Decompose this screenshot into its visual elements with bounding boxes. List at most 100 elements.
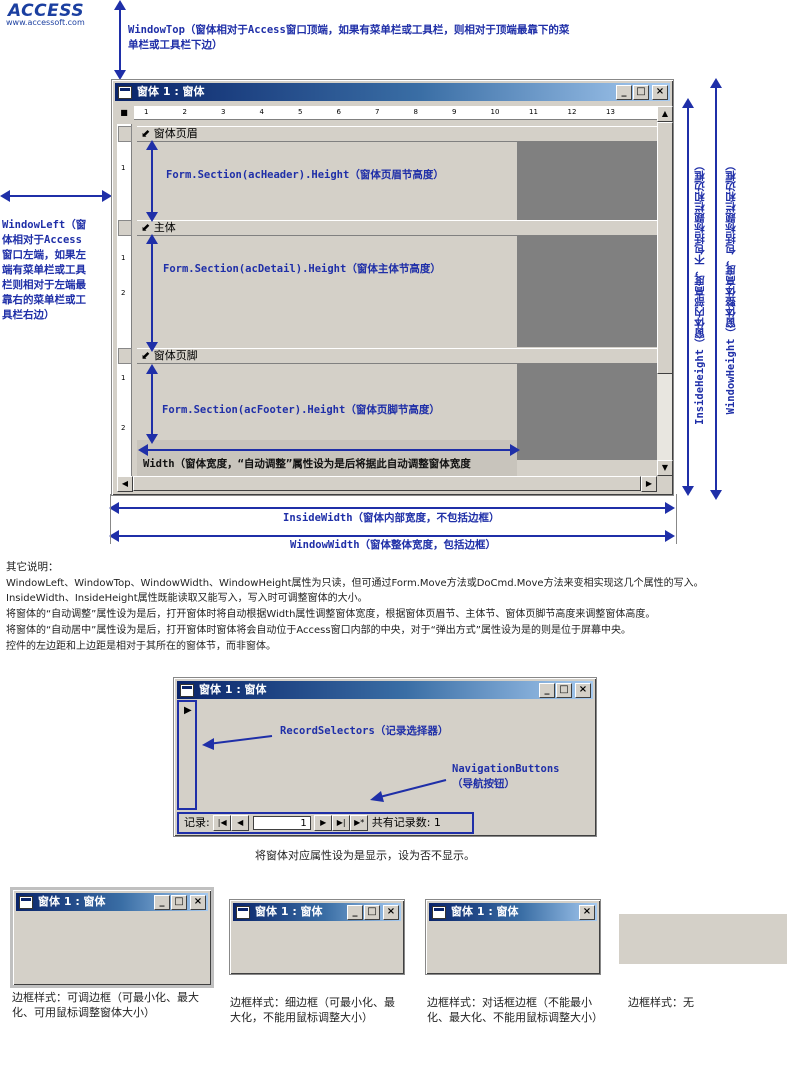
note-line-5: 控件的左边距和上边距是相对于其所在的窗体节，而非窗体。	[6, 641, 276, 652]
record-window[interactable]: 窗体 1 : 窗体 _□× ▶ 记录: |◀◀ 1 ▶▶|▶* 共有记录数: 1	[173, 677, 597, 837]
section-selector-header[interactable]	[118, 126, 132, 142]
width-label: Width（窗体宽度，“自动调整”属性设为是后将据此自动调整窗体宽度	[143, 458, 471, 470]
section-bar-footer[interactable]: ⬋ 窗体页脚	[137, 348, 657, 364]
close-button[interactable]: ×	[652, 85, 668, 100]
minimize-button[interactable]: _	[539, 683, 555, 698]
navigation-bar[interactable]: 记录: |◀◀ 1 ▶▶|▶* 共有记录数: 1	[177, 812, 474, 834]
scroll-right-button[interactable]: ▶	[641, 476, 657, 492]
border-sizable-titlebar[interactable]: 窗体 1 : 窗体 _□×	[16, 893, 208, 911]
inside-width-label: InsideWidth（窗体内部宽度，不包括边框）	[283, 512, 500, 524]
vruler-mark: 1	[121, 374, 126, 382]
inside-height-label-wrap: InsideHeight（窗体内部高度，不包括标题栏和边框）	[693, 160, 709, 460]
logo-url: www.accessoft.com	[6, 18, 85, 27]
window-height-label: WindowHeight（窗体整体高度，包括标题栏和边框）	[725, 160, 737, 415]
header-section-gray	[517, 142, 657, 220]
window-left-line-6: 靠右的菜单栏或工	[2, 294, 86, 306]
ruler-mark: 1	[144, 108, 149, 116]
last-record-button[interactable]: ▶|	[332, 815, 351, 831]
ruler-mark: 9	[452, 108, 457, 116]
ruler-mark: 5	[298, 108, 303, 116]
close-button[interactable]: ×	[383, 905, 399, 920]
ruler-mark: 7	[375, 108, 380, 116]
horizontal-scrollbar[interactable]: ◀ ▶	[117, 476, 657, 492]
border-thin-caption: 边框样式：细边框（可最小化、最大化，不能用鼠标调整大小）	[230, 996, 395, 1024]
footer-height-label: Form.Section(acFooter).Height（窗体页脚节高度）	[162, 404, 440, 416]
ruler-mark: 3	[221, 108, 226, 116]
section-arrow-icon: ⬋	[141, 349, 151, 362]
ruler-corner[interactable]: ■	[117, 106, 131, 119]
border-dialog-titlebar[interactable]: 窗体 1 : 窗体 ×	[429, 903, 597, 921]
section-arrow-icon: ⬋	[141, 221, 151, 234]
border-sizable-window[interactable]: 窗体 1 : 窗体 _□×	[10, 887, 214, 988]
section-selector-footer[interactable]	[118, 348, 132, 364]
minimize-button[interactable]: _	[347, 905, 363, 920]
border-dialog-caption: 边框样式：对话框边框（不能最小化、最大化、不能用鼠标调整大小）	[427, 996, 603, 1024]
record-selector-pointer	[202, 735, 273, 750]
ruler-mark: 11	[529, 108, 538, 116]
close-button[interactable]: ×	[579, 905, 595, 920]
form-icon	[19, 896, 33, 909]
vruler-mark: 1	[121, 164, 126, 172]
section-selector-detail[interactable]	[118, 220, 132, 236]
border-none-window[interactable]	[619, 914, 787, 964]
ruler-mark: 2	[182, 108, 187, 116]
scroll-left-button[interactable]: ◀	[117, 476, 133, 492]
record-number-field[interactable]: 1	[252, 816, 311, 830]
form-design-title: 窗体 1 : 窗体	[137, 85, 205, 98]
window-left-line-3: 窗口左端，如果左	[2, 249, 86, 261]
vertical-scrollbar[interactable]: ▲ ▼	[657, 106, 673, 476]
section-bar-header[interactable]: ⬋ 窗体页眉	[137, 126, 657, 142]
close-button[interactable]: ×	[575, 683, 591, 698]
minimize-button[interactable]: _	[616, 85, 632, 100]
scroll-down-button[interactable]: ▼	[657, 460, 673, 476]
maximize-button[interactable]: □	[633, 85, 649, 100]
detail-height-label: Form.Section(acDetail).Height（窗体主体节高度）	[163, 263, 441, 275]
header-section-area[interactable]	[137, 142, 517, 220]
window-left-line-4: 端有菜单栏或工具	[2, 264, 86, 276]
maximize-button[interactable]: □	[171, 895, 187, 910]
ruler-mark: 4	[259, 108, 264, 116]
prev-record-button[interactable]: ◀	[231, 815, 250, 831]
border-sizable-title: 窗体 1 : 窗体	[38, 895, 106, 908]
section-header-label: 窗体页眉	[153, 127, 198, 140]
section-arrow-icon: ⬋	[141, 127, 151, 140]
record-selector-bar[interactable]: ▶	[177, 700, 197, 810]
record-window-title: 窗体 1 : 窗体	[199, 683, 267, 696]
window-left-line-1: WindowLeft（窗	[2, 219, 87, 231]
window-height-arrow	[710, 78, 722, 500]
detail-section-area[interactable]	[137, 236, 517, 347]
form-icon	[118, 86, 132, 99]
ruler-mark: 8	[413, 108, 418, 116]
note-line-4: 将窗体的“自动居中”属性设为是后，打开窗体时窗体将会自动位于Access窗口内部…	[6, 625, 631, 636]
current-record-icon: ▶	[184, 705, 192, 716]
minimize-button[interactable]: _	[154, 895, 170, 910]
border-dialog-window[interactable]: 窗体 1 : 窗体 ×	[425, 899, 601, 975]
scroll-thumb[interactable]	[657, 122, 673, 374]
form-design-titlebar[interactable]: 窗体 1 : 窗体 _□×	[115, 83, 670, 101]
border-thin-window[interactable]: 窗体 1 : 窗体 _□×	[229, 899, 405, 975]
record-window-titlebar[interactable]: 窗体 1 : 窗体 _□×	[177, 681, 593, 699]
window-left-line-2: 体相对于Access	[2, 234, 82, 246]
first-record-button[interactable]: |◀	[213, 815, 232, 831]
maximize-button[interactable]: □	[556, 683, 572, 698]
window-top-label-2: 单栏或工具栏下边）	[128, 39, 223, 51]
border-sizable-caption: 边框样式：可调边框（可最小化、最大化、可用鼠标调整窗体大小）	[12, 991, 199, 1019]
scroll-up-button[interactable]: ▲	[657, 106, 673, 122]
hscroll-thumb[interactable]	[133, 476, 641, 491]
new-record-button[interactable]: ▶*	[350, 815, 369, 831]
window-top-arrowheads	[114, 0, 126, 80]
section-bar-detail[interactable]: ⬋ 主体	[137, 220, 657, 236]
close-button[interactable]: ×	[190, 895, 206, 910]
next-record-button[interactable]: ▶	[314, 815, 333, 831]
ruler-mark: 12	[567, 108, 577, 116]
maximize-button[interactable]: □	[364, 905, 380, 920]
logo-text: ACCESS	[8, 1, 85, 21]
border-thin-titlebar[interactable]: 窗体 1 : 窗体 _□×	[233, 903, 401, 921]
ruler-mark: 13	[606, 108, 615, 116]
window-width-label: WindowWidth（窗体整体宽度，包括边框）	[290, 539, 497, 551]
record-label: 记录:	[184, 816, 210, 829]
form-icon	[180, 684, 194, 697]
footer-section-area[interactable]	[137, 364, 517, 440]
